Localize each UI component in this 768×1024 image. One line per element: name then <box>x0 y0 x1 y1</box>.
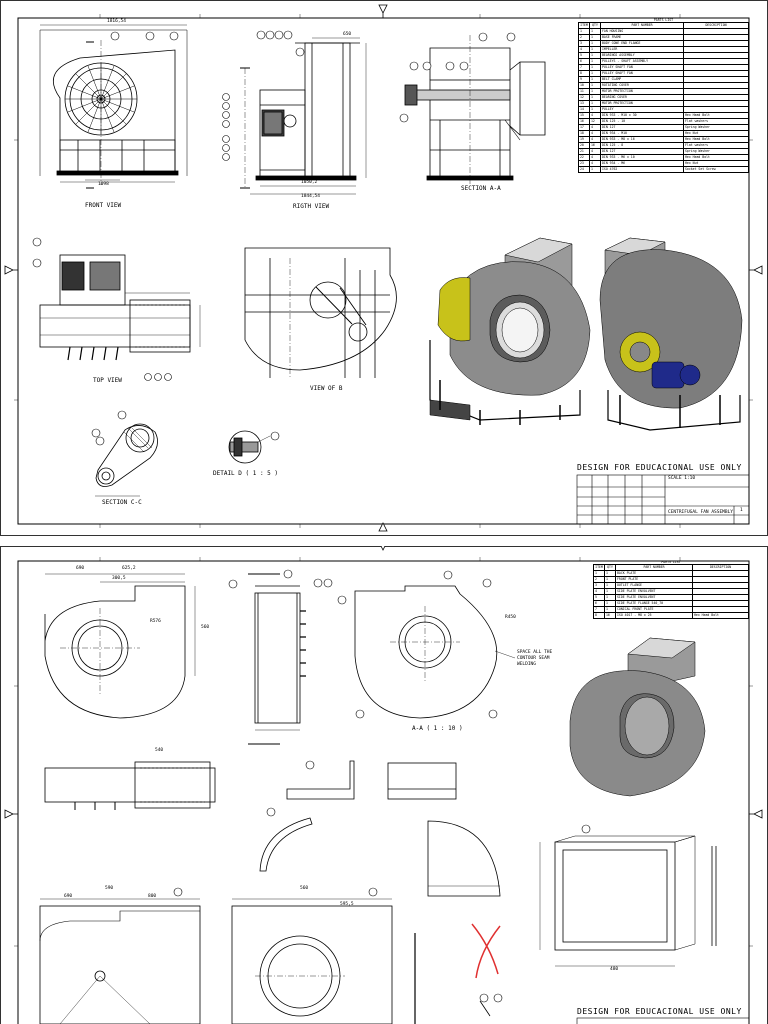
weld-note: SPACE ALL THE CONTOUR SEAM WELDING <box>517 650 553 667</box>
dimension-text: 595,5 <box>340 902 354 907</box>
view-of-b <box>244 247 397 378</box>
isometric-render-3 <box>569 637 706 797</box>
drawing-name: CENTRIFUGAL FAN ASSEMBLY <box>668 510 734 515</box>
scale-text: SCALE 1:10 <box>668 476 696 481</box>
detail-d-label: DETAIL D ( 1 : 5 ) <box>213 470 279 477</box>
title-block-header-2: DESIGN FOR EDUCACIONAL USE ONLY <box>577 1007 742 1016</box>
right-view <box>240 37 367 195</box>
top-view-label: TOP VIEW <box>93 377 122 384</box>
dimension-text: 1816,54 <box>107 19 126 24</box>
section-c-c-label: SECTION C-C <box>102 499 142 506</box>
parts-list-1-title: PARTS LIST <box>653 18 674 22</box>
parts-list-cell: Hex Head Bolt <box>692 612 749 620</box>
parts-list-2-title: PARTS LIST <box>661 560 681 564</box>
dimension-text: 1844,54 <box>301 194 320 199</box>
parts-list-cell: 1 <box>589 166 601 174</box>
dimension-text: 690 <box>64 894 73 899</box>
front-view <box>39 24 188 189</box>
view-of-b-label: VIEW OF B <box>310 385 343 392</box>
sheet-1-drawing <box>0 0 768 536</box>
parts-list-2: PARTS LIST ITEM QTY PART NUMBER DESCRIPT… <box>593 560 749 620</box>
isometric-render-1 <box>429 237 591 425</box>
dimension-text: 1098 <box>98 182 109 187</box>
right-view-label: RIGTH VIEW <box>293 203 330 210</box>
title-block-2 <box>576 1017 750 1024</box>
section-a-a-2 <box>354 585 516 719</box>
dimension-text: 650 <box>343 32 352 37</box>
parts-list-cell: ISO 4017 - M8 x 25 <box>615 612 693 620</box>
sheet-number: 1 <box>740 508 743 513</box>
section-a-a-label: SECTION A-A <box>461 185 501 192</box>
dimension-text: 1050,2 <box>301 180 318 185</box>
title-block-header: DESIGN FOR EDUCACIONAL USE ONLY <box>577 463 742 472</box>
dimension-text: 540 <box>155 748 164 753</box>
dimension-text: 590 <box>105 886 114 891</box>
dimension-text: R576 <box>150 619 161 624</box>
detail-b <box>414 933 491 1024</box>
parts-list-cell: ISO 4762 <box>600 166 684 174</box>
parts-list-cell: 8 <box>593 612 605 620</box>
detail-d <box>228 430 271 464</box>
dimension-text: 560 <box>201 625 210 630</box>
section-a-a-label-2: A-A ( 1 : 10 ) <box>412 725 463 732</box>
dimension-text: 560 <box>300 886 309 891</box>
dimension-text: 800 <box>148 894 157 899</box>
housing-front-view <box>248 573 306 745</box>
dimension-text: R450 <box>505 615 516 620</box>
title-block-1 <box>576 474 750 525</box>
housing-lower-view-1 <box>39 898 201 1024</box>
dimension-text: 690 <box>76 566 85 571</box>
parts-list-cell: Socket Set Screw <box>683 166 749 174</box>
parts-list-1: PARTS LIST ITEM QTY PART NUMBER DESCRIPT… <box>578 18 749 174</box>
drawing-sheet-1: PARTS LIST ITEM QTY PART NUMBER DESCRIPT… <box>0 0 768 536</box>
dimension-text: 300,5 <box>112 576 126 581</box>
profile-section <box>259 760 501 897</box>
flange-side-view <box>44 761 216 810</box>
dimension-text: 625,2 <box>122 566 136 571</box>
section-c-c <box>95 423 158 497</box>
top-view <box>39 254 201 361</box>
parts-list-cell: 16 <box>604 612 616 620</box>
drawing-sheet-2: PARTS LIST ITEM QTY PART NUMBER DESCRIPT… <box>0 546 768 1024</box>
parts-list-cell: 24 <box>578 166 590 174</box>
housing-side-view <box>44 573 196 719</box>
front-view-label: FRONT VIEW <box>85 202 122 209</box>
dimension-text: 480 <box>610 967 619 972</box>
housing-lower-view-2 <box>231 898 393 1024</box>
section-a-a <box>404 35 546 185</box>
sheet-2-drawing <box>0 546 768 1024</box>
isometric-render-2 <box>599 237 743 431</box>
red-check-mark <box>471 923 501 979</box>
flange-plate <box>539 835 717 967</box>
